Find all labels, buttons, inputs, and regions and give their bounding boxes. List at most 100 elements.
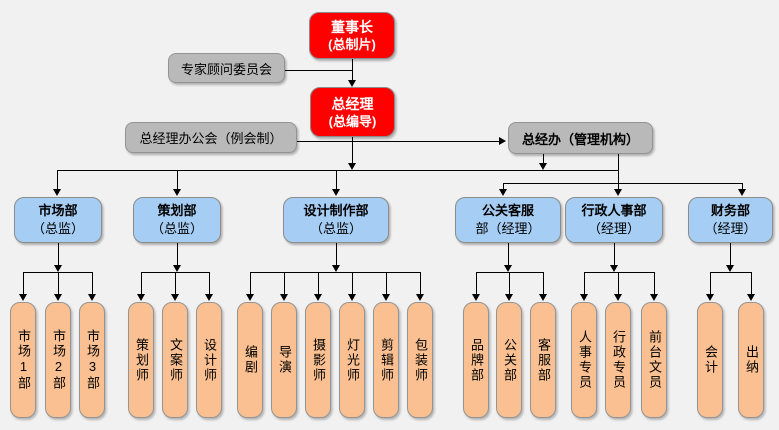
connector-arrow-down [505, 294, 513, 301]
staff-label: 策划师 [134, 337, 149, 383]
staff-label: 出纳 [744, 345, 759, 375]
connector-arrow-down [314, 294, 322, 301]
node-chairman: 董事长 (总制片) [309, 12, 395, 59]
staff-lighting-technician: 灯光师 [339, 302, 365, 418]
connector-line [508, 243, 509, 266]
staff-market-dept-2: 市场2部 [45, 302, 71, 418]
connector-arrow-down [416, 294, 424, 301]
dept-pr-customer-service-role: 部（经理） [475, 221, 541, 236]
connector-arrow-down [53, 189, 61, 196]
connector-line [250, 272, 251, 295]
staff-label: 品牌部 [469, 337, 484, 383]
connector-line [336, 170, 337, 190]
staff-label: 剪辑师 [379, 337, 394, 383]
connector-arrow-right [499, 137, 506, 145]
connector-line [509, 272, 510, 295]
staff-front-desk-clerk: 前台文员 [641, 302, 667, 418]
connector-arrow-down [54, 294, 62, 301]
staff-label: 灯光师 [345, 337, 360, 383]
connector-arrow-down [614, 294, 622, 301]
chairman-subtitle: (总制片) [328, 37, 376, 52]
connector-line [618, 183, 619, 190]
connector-arrow-down [348, 80, 356, 87]
staff-video-editor: 剪辑师 [373, 302, 399, 418]
dept-admin-hr-role: （经理） [587, 221, 640, 236]
dept-marketing-role: （总监） [31, 221, 84, 236]
connector-line [742, 183, 743, 190]
staff-label: 设计师 [202, 337, 217, 383]
connector-arrow-down [332, 189, 340, 196]
node-gm-office-meeting: 总经理办公会（例会制） [125, 122, 297, 153]
staff-label: 会计 [703, 345, 718, 375]
node-general-manager: 总经理 (总编导) [310, 87, 395, 137]
connector-line [710, 272, 711, 295]
node-dept-pr-customer-service: 公关客服 部（经理） [455, 197, 561, 243]
staff-cameraman: 摄影师 [305, 302, 331, 418]
staff-cashier: 出纳 [738, 302, 764, 418]
staff-copywriter: 文案师 [162, 302, 188, 418]
connector-arrow-down [580, 294, 588, 301]
staff-market-dept-1: 市场1部 [10, 302, 36, 418]
dept-design-production-role: （总监） [309, 221, 362, 236]
connector-line [503, 183, 742, 184]
staff-label: 市场2部 [51, 329, 66, 391]
staff-label: 行政专员 [611, 330, 626, 390]
connector-line [584, 272, 654, 273]
connector-line [654, 272, 655, 295]
connector-line [543, 272, 544, 295]
connector-arrow-down [171, 294, 179, 301]
node-dept-finance: 财务部 （经理） [688, 197, 773, 243]
dept-design-production-name: 设计制作部 [303, 203, 369, 218]
dept-finance-name: 财务部 [710, 203, 750, 218]
staff-label: 客服部 [536, 337, 551, 383]
connector-line [23, 272, 92, 273]
connector-line [57, 170, 58, 190]
general-manager-title: 总经理 [331, 95, 374, 112]
node-dept-planning: 策划部 （总监） [133, 197, 221, 243]
connector-arrow-down [614, 189, 622, 196]
node-dept-marketing: 市场部 （总监） [14, 197, 102, 243]
connector-line [58, 272, 59, 295]
connector-line [58, 243, 59, 266]
node-dept-design-production: 设计制作部 （总监） [283, 197, 389, 243]
connector-line [250, 272, 420, 273]
connector-arrow-down [173, 265, 181, 272]
node-gm-admin-office: 总经办（管理机构） [508, 122, 653, 154]
connector-arrow-down [539, 163, 547, 170]
staff-market-dept-3: 市场3部 [79, 302, 105, 418]
connector-arrow-down [19, 294, 27, 301]
staff-film-director: 导演 [271, 302, 297, 418]
connector-arrow-down [610, 265, 618, 272]
connector-line [141, 272, 142, 295]
dept-admin-hr-name: 行政人事部 [581, 203, 647, 218]
connector-line [297, 141, 500, 142]
connector-arrow-down [88, 294, 96, 301]
connector-arrow-down [747, 294, 755, 301]
general-manager-subtitle: (总编导) [328, 113, 377, 129]
connector-arrow-down [738, 189, 746, 196]
connector-line [618, 154, 619, 183]
staff-admin-specialist: 行政专员 [605, 302, 631, 418]
connector-line [710, 272, 751, 273]
connector-line [584, 272, 585, 295]
connector-arrow-down [173, 189, 181, 196]
staff-planner: 策划师 [128, 302, 154, 418]
staff-label: 编剧 [243, 345, 258, 375]
connector-line [352, 59, 353, 81]
staff-accountant: 会计 [697, 302, 723, 418]
connector-line [386, 272, 387, 295]
staff-brand-dept: 品牌部 [463, 302, 489, 418]
connector-arrow-down [280, 294, 288, 301]
connector-arrow-down [205, 294, 213, 301]
connector-line [476, 272, 477, 295]
connector-line [352, 272, 353, 295]
connector-line [543, 154, 544, 164]
dept-pr-customer-service-name: 公关客服 [481, 203, 534, 218]
connector-line [420, 272, 421, 295]
connector-line [618, 272, 619, 295]
staff-label: 导演 [277, 345, 292, 375]
staff-label: 公关部 [502, 337, 517, 383]
staff-hr-specialist: 人事专员 [571, 302, 597, 418]
connector-line [503, 183, 504, 190]
